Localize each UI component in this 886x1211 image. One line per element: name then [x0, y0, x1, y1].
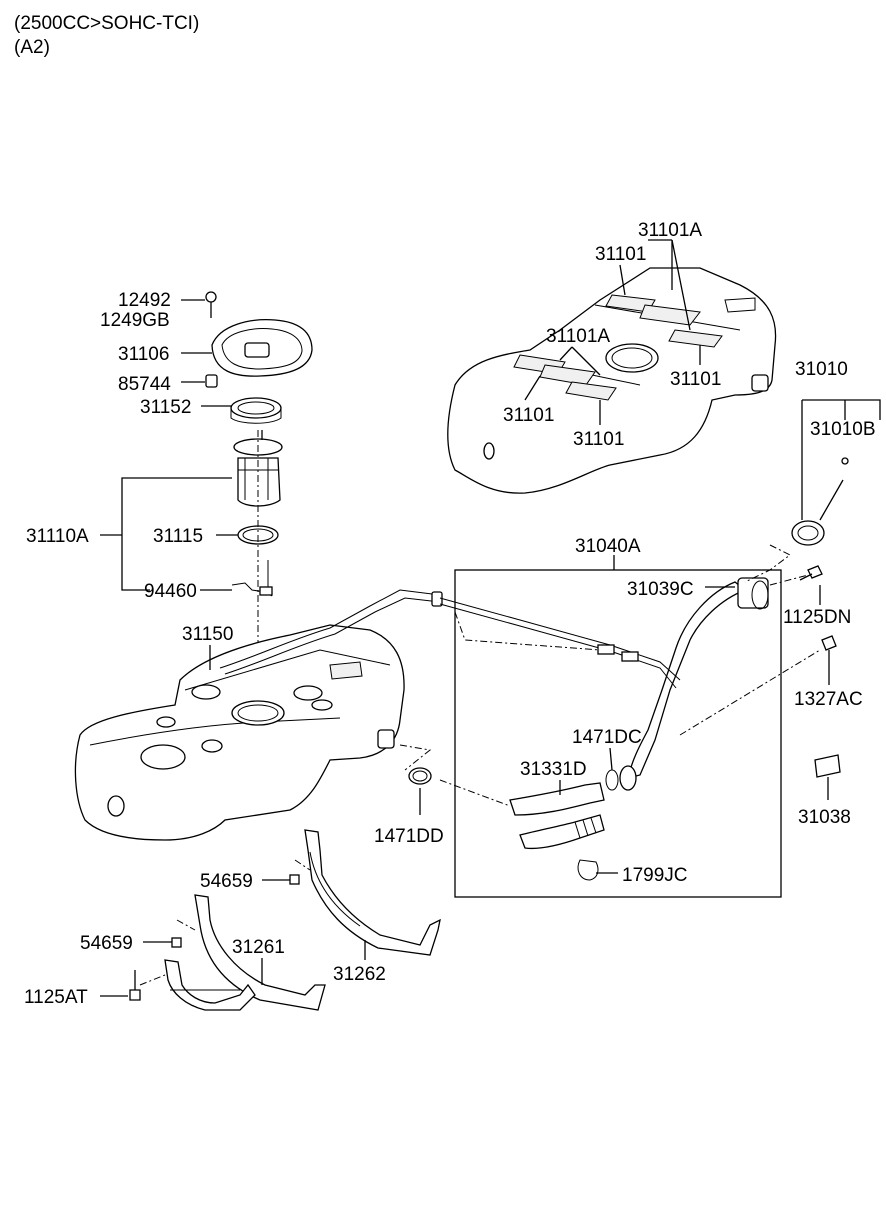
label-85744: 85744: [118, 374, 171, 395]
label-31115: 31115: [153, 526, 203, 547]
label-1125DN: 1125DN: [783, 607, 851, 628]
filler-neck-group: [399, 544, 821, 898]
filler-neck-group-box: [454, 569, 782, 898]
label-1125AT: 1125AT: [24, 987, 88, 1008]
label-94460: 94460: [144, 581, 197, 602]
label-31101-bottom: 31101: [573, 429, 624, 450]
label-31261: 31261: [232, 937, 285, 958]
label-1249GB: 1249GB: [100, 310, 170, 331]
label-31101-right: 31101: [670, 369, 721, 390]
label-31039C: 31039C: [627, 579, 694, 600]
label-1471DC: 1471DC: [572, 727, 642, 748]
fuel-pump-assembly: [100, 291, 313, 700]
label-1799JC: 1799JC: [622, 865, 688, 886]
fuel-tank-top-view: [447, 267, 777, 494]
label-31101-left: 31101: [503, 405, 554, 426]
label-31038: 31038: [798, 807, 851, 828]
label-54659-a: 54659: [200, 871, 253, 892]
part-labels: 12492 1249GB 31106 85744 31152 31110A 31…: [24, 220, 876, 1008]
header-variant: (A2): [14, 37, 50, 58]
label-31101-top: 31101: [595, 244, 646, 265]
label-12492: 12492: [118, 290, 171, 311]
label-31101A-mid: 31101A: [546, 326, 610, 347]
leader-lines: [100, 239, 735, 997]
label-31331D: 31331D: [520, 759, 587, 780]
label-31152: 31152: [140, 397, 191, 418]
label-31101A-top: 31101A: [638, 220, 702, 241]
label-1471DD: 1471DD: [374, 826, 444, 847]
tank-straps: [129, 829, 441, 1011]
label-31150: 31150: [182, 624, 233, 645]
label-31262: 31262: [333, 964, 386, 985]
label-1327AC: 1327AC: [794, 689, 863, 710]
label-54659-b: 54659: [80, 933, 133, 954]
label-31010B: 31010B: [810, 419, 876, 440]
fuel-cap: [791, 399, 881, 800]
label-31010: 31010: [795, 359, 848, 380]
label-31106: 31106: [118, 344, 169, 365]
label-31110A: 31110A: [26, 526, 89, 547]
header-engine-spec: (2500CC>SOHC-TCI): [14, 13, 200, 34]
main-fuel-tank: [74, 589, 443, 841]
label-31040A: 31040A: [575, 536, 641, 557]
